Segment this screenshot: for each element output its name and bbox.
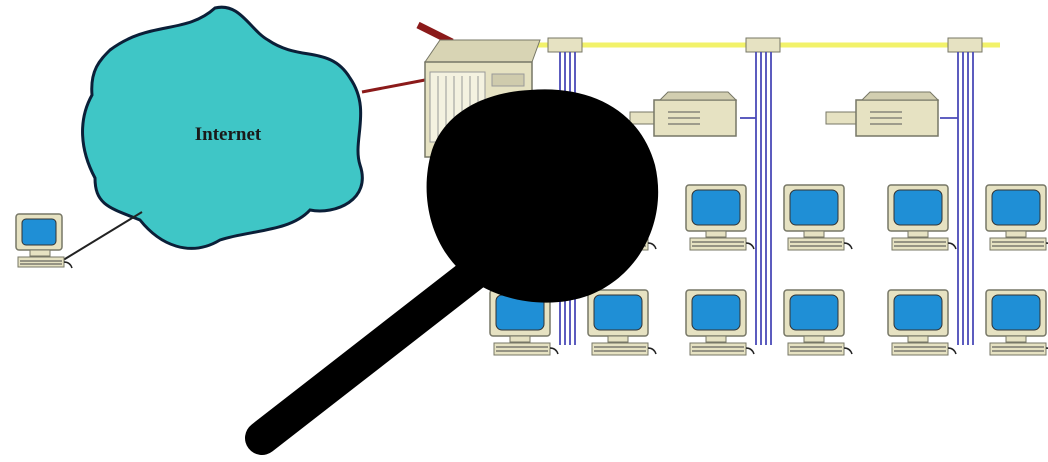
- magnifying-glass-icon: [245, 89, 659, 455]
- printer-icon: [629, 91, 738, 137]
- wan-link-line: [361, 78, 426, 94]
- workstation-icon: [985, 184, 1048, 251]
- cloud-label: Internet: [195, 124, 262, 145]
- remote-link-line: [59, 211, 143, 263]
- workstation-icon: [887, 184, 957, 251]
- printer-icon: [825, 91, 940, 137]
- workstation-icon: [887, 289, 957, 356]
- workstation-icon: [685, 184, 755, 251]
- wan-link-upper-line: [416, 21, 454, 46]
- remote-computer-icon: [15, 213, 73, 269]
- workstation-icon: [985, 289, 1048, 356]
- workstation-icon: [685, 289, 755, 356]
- workstation-icon: [783, 289, 853, 356]
- workstation-icon: [783, 184, 853, 251]
- hub-icon: [547, 37, 983, 53]
- internet-cloud-icon: [81, 5, 364, 250]
- workstation-icon: [587, 289, 657, 356]
